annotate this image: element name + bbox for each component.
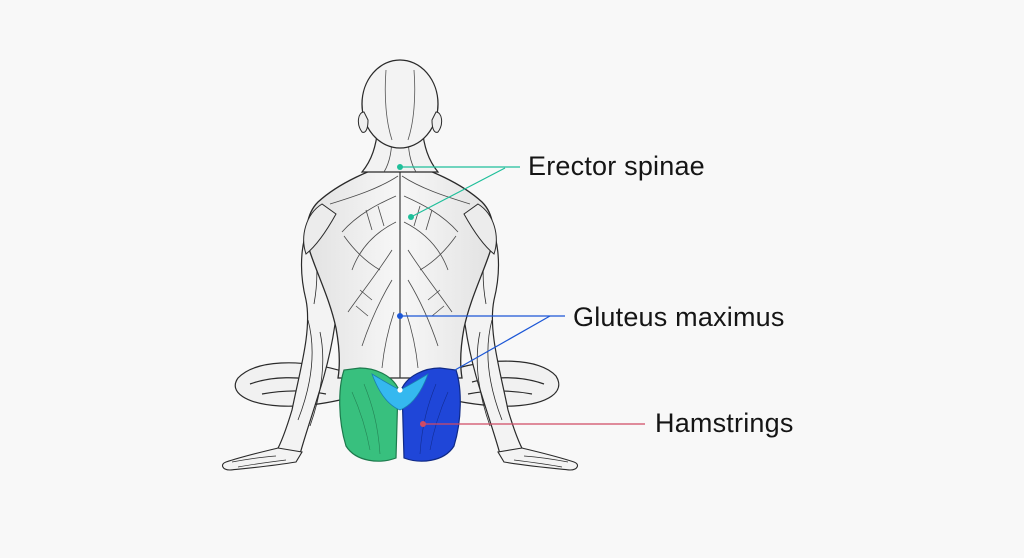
hands xyxy=(221,447,579,471)
head xyxy=(357,59,443,149)
highlighted-muscles xyxy=(339,367,461,462)
marker-erector-lower xyxy=(408,214,414,220)
label-gluteus-maximus: Gluteus maximus xyxy=(573,302,785,332)
leader-erector-lower xyxy=(410,167,506,218)
label-erector-spinae: Erector spinae xyxy=(528,151,705,181)
muscle-region-blue xyxy=(401,367,461,462)
marker-erector-upper xyxy=(397,164,403,170)
leader-gluteus-lower xyxy=(454,315,551,371)
label-hamstrings: Hamstrings xyxy=(655,408,794,438)
marker-gluteus xyxy=(397,313,403,319)
muscle-region-green xyxy=(339,367,399,462)
torso xyxy=(303,159,497,379)
leader-lines xyxy=(397,164,645,427)
marker-hamstrings xyxy=(420,421,426,427)
